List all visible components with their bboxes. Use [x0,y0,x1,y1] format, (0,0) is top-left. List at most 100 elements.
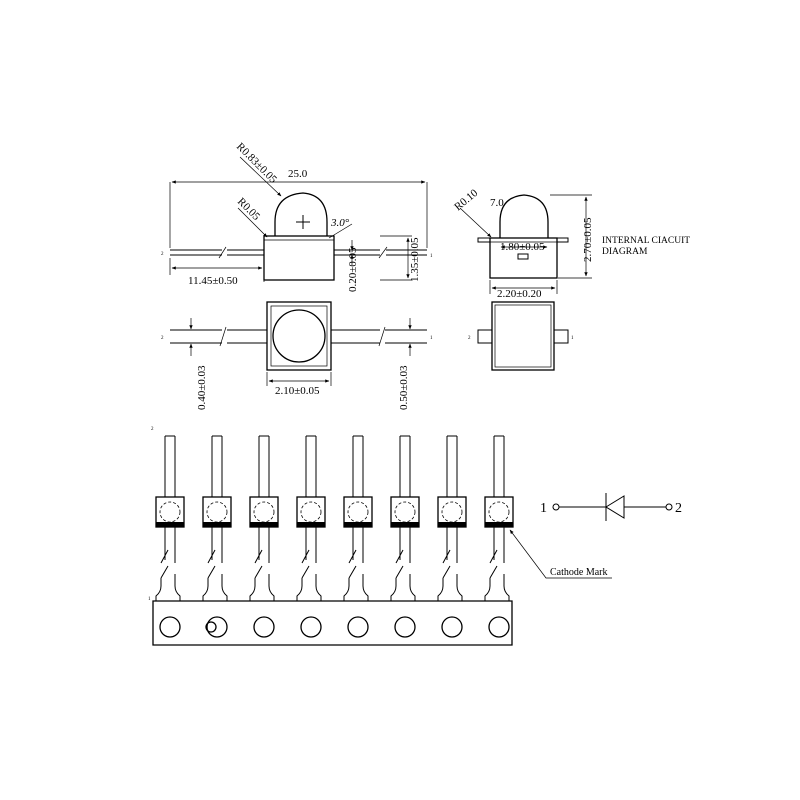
end-view-angle: 7.0 [490,197,504,209]
schematic-pin-1: 1 [540,501,547,516]
side-view-body-height: 1.35±0.05 [409,237,421,282]
carrier-hole [441,616,463,638]
strip-led-lower-lead [164,527,176,563]
strip-led-lower-lead [305,527,317,563]
strip-led-upper-lead [164,435,176,497]
end-view-chip [517,253,529,260]
strip-led [202,435,232,601]
strip-led-upper-lead [258,435,270,497]
strip-led [437,435,467,601]
bottom-view-pin-1: 1 [571,336,574,341]
end-view-width: 2.20±0.20 [497,288,542,300]
strip-led-upper-lead [446,435,458,497]
strip-led-lens [488,501,510,523]
strip-led-lower-lead-tail [155,565,181,601]
strip-led-lens [206,501,228,523]
side-view-lead-thickness: 0.20±0.05 [347,247,359,292]
cathode-mark-leader [509,529,612,579]
strip-led [296,435,326,601]
cathode-mark-label: Cathode Mark [550,567,608,578]
strip-led-cathode-band [344,522,372,527]
schematic-node-1 [552,503,560,511]
carrier-hole [159,616,181,638]
internal-circuit-title: INTERNAL CIACUIT DIAGRAM [602,236,692,257]
strip-led [155,435,185,601]
strip-led-cathode-band [485,522,513,527]
strip-led-cathode-band [391,522,419,527]
diode-schematic: 1 2 [540,493,682,521]
end-view-radius: R0.10 [452,187,480,214]
strip-led-lower-lead-tail [202,565,228,601]
strip-led-upper-lead [305,435,317,497]
strip-led-lens [394,501,416,523]
strip-led-lens [159,501,181,523]
strip-led-upper-lead [211,435,223,497]
side-view-pin-1: 1 [430,254,433,259]
strip-led-lens [300,501,322,523]
carrier-hole [300,616,322,638]
strip-led-lower-lead-tail [437,565,463,601]
carrier-hole [394,616,416,638]
side-view-dome-radius: R0.83±0.05 [234,141,280,187]
strip-led-lens [347,501,369,523]
carrier-small-hole [205,621,217,633]
end-view-body [489,237,558,279]
strip-led-break-mark [301,549,310,564]
end-view: R0.10 7.0 1.80±0.05 2.70±0.05 2.20±0.20 … [452,187,692,300]
internal-circuit-title-line-1: INTERNAL CIACUIT [602,236,690,246]
diode-triangle [605,495,625,519]
bottom-view-pin-2: 2 [468,336,471,341]
strip-led-upper-lead [399,435,411,497]
strip-led-break-mark [254,549,263,564]
strip-led-lower-lead-tail [296,565,322,601]
strip-led-break-mark [207,549,216,564]
top-view-lead-width-right: 0.50±0.03 [398,365,410,410]
strip-led [249,435,279,601]
end-view-total-height: 2.70±0.05 [582,217,594,262]
side-view-centre-cross [296,215,310,229]
top-view-pin-1: 1 [430,336,433,341]
strip-led [390,435,420,601]
bottom-view-body [491,301,555,371]
side-view-body [263,235,335,281]
side-view-angle: 3.0° [330,217,350,229]
strip-led-break-mark [489,549,498,564]
strip-led-lower-lead [352,527,364,563]
led-strip: 2 1 Cathode Mark [148,427,612,646]
top-view-body [266,301,332,371]
strip-led-lower-lead-tail [343,565,369,601]
schematic-pin-2: 2 [675,501,682,516]
top-view-body-width: 2.10±0.05 [275,385,320,397]
carrier-hole [253,616,275,638]
strip-led-cathode-band [297,522,325,527]
strip-led-upper-lead [493,435,505,497]
strip-led [343,435,373,601]
strip-led-lower-lead [446,527,458,563]
strip-pin-2: 2 [151,427,154,432]
strip-led-lower-lead-tail [249,565,275,601]
strip-led-cathode-band [203,522,231,527]
top-view-leads [170,326,427,347]
side-view-lead-length: 11.45±0.50 [188,275,238,287]
side-view-dome [274,192,328,236]
bottom-view: 2 1 [468,301,574,371]
strip-led-break-mark [160,549,169,564]
strip-led-break-mark [442,549,451,564]
strip-led-lower-lead-tail [390,565,416,601]
strip-led-upper-lead [352,435,364,497]
top-view: 0.40±0.03 2.10±0.05 0.50±0.03 2 1 [161,301,433,410]
strip-led-lens [253,501,275,523]
carrier-holes [159,616,510,638]
strip-led-lower-lead [211,527,223,563]
schematic-node-2 [665,503,673,511]
carrier-hole [347,616,369,638]
strip-led-lens [441,501,463,523]
top-view-lead-width-left: 0.40±0.03 [196,365,208,410]
side-view: 3.0° 25.0 R0.83±0.05 R0.05 0.20±0.05 1.3… [161,141,433,292]
carrier-strip [152,600,513,646]
strip-led-lower-lead [493,527,505,563]
side-view-pin-2: 2 [161,252,164,257]
strip-led-cathode-band [156,522,184,527]
strip-led-lower-lead-tail [484,565,510,601]
